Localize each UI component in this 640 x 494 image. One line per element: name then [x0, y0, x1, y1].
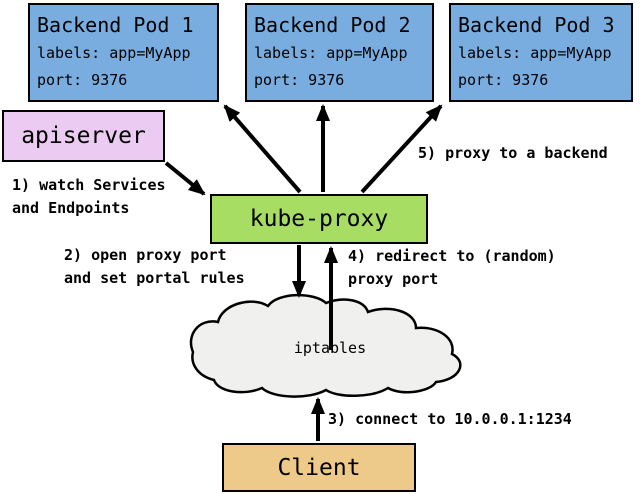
annotation-step-1-line-2: and Endpoints: [12, 199, 130, 217]
iptables-cloud: [189, 293, 462, 398]
client-label: Client: [277, 454, 361, 481]
pod-title: Backend Pod 3: [458, 13, 615, 37]
client-box: Client: [222, 443, 416, 492]
annotation-step-4: 4) redirect to (random) proxy port: [348, 245, 556, 291]
pod-port: port: 9376: [37, 71, 128, 89]
backend-pod-3-box: Backend Pod 3 labels: app=MyApp port: 93…: [449, 3, 633, 102]
kube-proxy-box: kube-proxy: [210, 194, 428, 244]
annotation-step-3-line-1: 3) connect to 10.0.0.1:1234: [328, 410, 572, 428]
pod-title: Backend Pod 1: [37, 13, 194, 37]
annotation-step-2-line-2: and set portal rules: [64, 269, 245, 287]
annotation-step-5-line-1: 5) proxy to a backend: [418, 144, 608, 162]
pod-port: port: 9376: [254, 71, 345, 89]
annotation-step-4-line-2: proxy port: [348, 270, 439, 288]
apiserver-box: apiserver: [2, 110, 165, 162]
annotation-step-2: 2) open proxy port and set portal rules: [64, 244, 245, 290]
annotation-step-1: 1) watch Services and Endpoints: [12, 174, 166, 220]
backend-pod-2-box: Backend Pod 2 labels: app=MyApp port: 93…: [245, 3, 434, 102]
annotation-step-3: 3) connect to 10.0.0.1:1234: [328, 408, 572, 431]
arrow-watch-services: [164, 161, 206, 196]
backend-pod-1-box: Backend Pod 1 labels: app=MyApp port: 93…: [28, 3, 219, 102]
annotation-step-4-line-1: 4) redirect to (random): [348, 247, 556, 265]
iptables-label: iptables: [293, 339, 367, 357]
arrow-proxy-to-backend-1: [223, 104, 302, 194]
pod-labels: labels: app=MyApp: [37, 44, 191, 62]
arrow-proxy-to-backend-3: [360, 104, 443, 194]
pod-port: port: 9376: [458, 71, 549, 89]
pod-labels: labels: app=MyApp: [254, 44, 408, 62]
annotation-step-2-line-1: 2) open proxy port: [64, 246, 227, 264]
pod-labels: labels: app=MyApp: [458, 44, 612, 62]
annotation-step-5: 5) proxy to a backend: [418, 142, 608, 165]
apiserver-label: apiserver: [21, 123, 146, 149]
annotation-step-1-line-1: 1) watch Services: [12, 176, 166, 194]
pod-title: Backend Pod 2: [254, 13, 411, 37]
kube-proxy-label: kube-proxy: [249, 206, 389, 232]
